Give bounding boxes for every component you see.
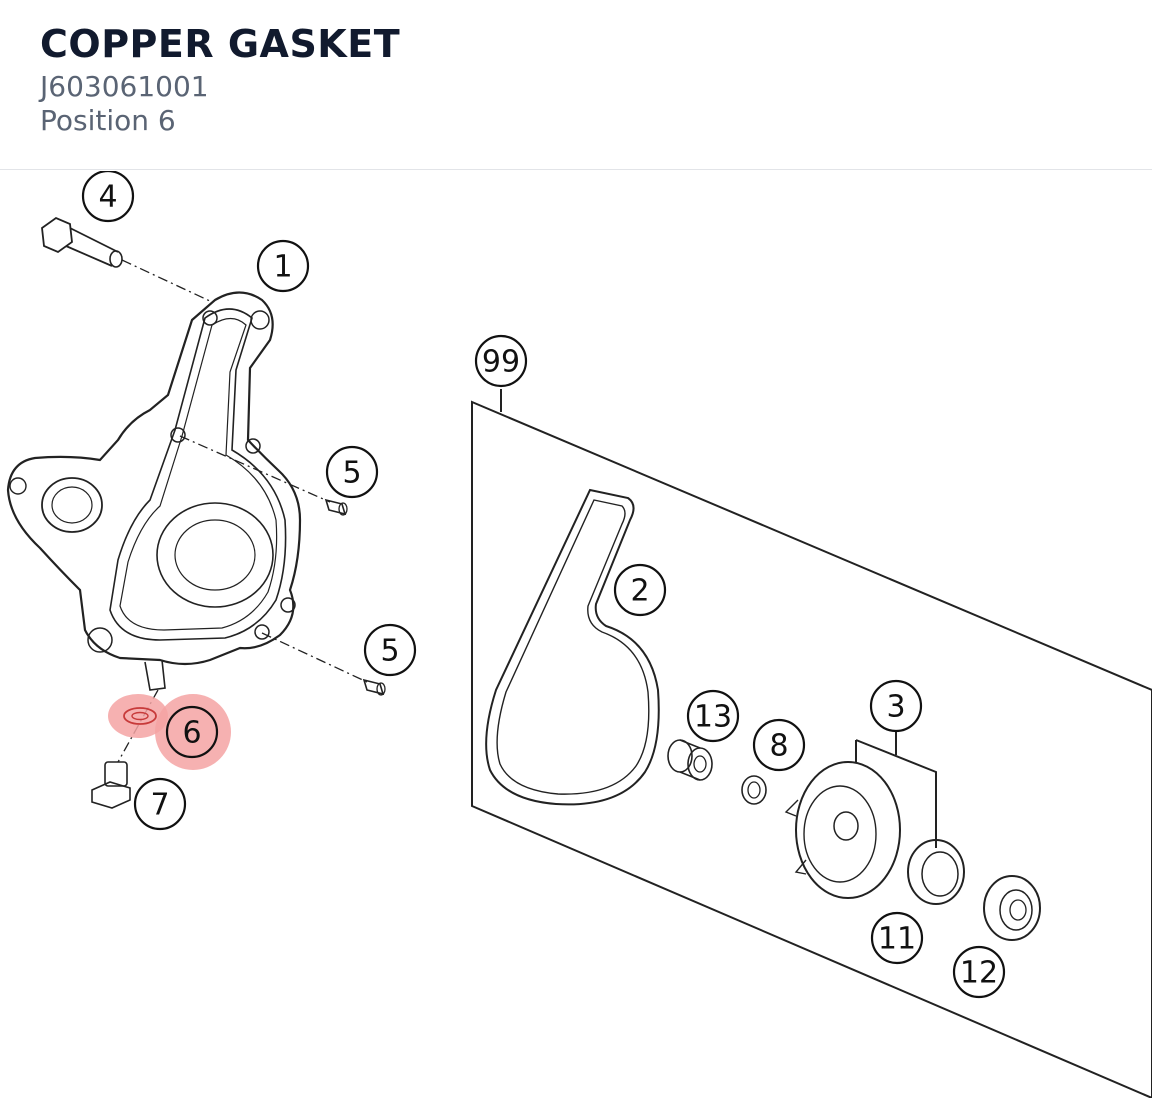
callout-circle [613, 563, 667, 617]
washer-drawing [741, 775, 767, 805]
callout-label: 2 [630, 574, 649, 609]
callout-label: 1 [273, 250, 292, 285]
gasket-ring-drawing [485, 488, 660, 806]
callout-7[interactable]: 7 [133, 777, 187, 831]
pump-housing-drawing [6, 291, 302, 691]
part-title: COPPER GASKET [40, 22, 401, 66]
callout-2[interactable]: 2 [613, 563, 667, 617]
callout-6[interactable]: 6 [165, 705, 219, 759]
bolt-drawing [41, 216, 123, 268]
callout-label: 8 [769, 729, 788, 764]
page-header: COPPER GASKET J603061001 Position 6 [0, 0, 1152, 170]
callout-11[interactable]: 11 [870, 911, 924, 965]
callout-label: 7 [150, 788, 169, 823]
part-number: J603061001 [40, 70, 209, 103]
callout-99[interactable]: 99 [474, 334, 528, 388]
callout-label: 4 [98, 180, 117, 215]
callout-label: 13 [694, 700, 732, 735]
callout-label: 99 [482, 345, 520, 380]
callout-label: 5 [380, 634, 399, 669]
callout-circle [325, 445, 379, 499]
highlight-position-6 [108, 694, 231, 770]
callout-circle [81, 171, 135, 223]
bushing-drawing [667, 739, 713, 781]
callout-8[interactable]: 8 [752, 718, 806, 772]
callout-label: 6 [182, 716, 201, 751]
callout-12[interactable]: 12 [952, 945, 1006, 999]
callout-circle [256, 239, 310, 293]
exploded-parts-diagram: 4 1 99 5 5 2 6 7 13 8 3 11 12 [0, 171, 1152, 1098]
shaft-seal-drawing [907, 839, 965, 905]
callout-1[interactable]: 1 [256, 239, 310, 293]
callout-3[interactable]: 3 [869, 679, 923, 733]
callout-label: 11 [878, 922, 916, 957]
callout-circle [363, 623, 417, 677]
kit-99-frame [471, 389, 1152, 1098]
callout-circle [133, 777, 187, 831]
callout-circle [474, 334, 528, 388]
callout-circle [165, 705, 219, 759]
callout-circle [952, 945, 1006, 999]
callout-circle [870, 911, 924, 965]
impeller-drawing [784, 723, 937, 899]
callout-label: 3 [886, 690, 905, 725]
callout-label: 12 [960, 956, 998, 991]
callout-circle [752, 718, 806, 772]
callout-label: 5 [342, 456, 361, 491]
dowel-pin-drawing [324, 498, 386, 696]
callout-4[interactable]: 4 [81, 171, 135, 223]
mechanical-seal-drawing [983, 875, 1041, 941]
part-position: Position 6 [40, 104, 176, 137]
callout-circle [686, 689, 740, 743]
callout-5[interactable]: 5 [363, 623, 417, 677]
callout-circle [869, 679, 923, 733]
callout-13[interactable]: 13 [686, 689, 740, 743]
callout-5[interactable]: 5 [325, 445, 379, 499]
drain-screw-drawing [91, 761, 131, 809]
